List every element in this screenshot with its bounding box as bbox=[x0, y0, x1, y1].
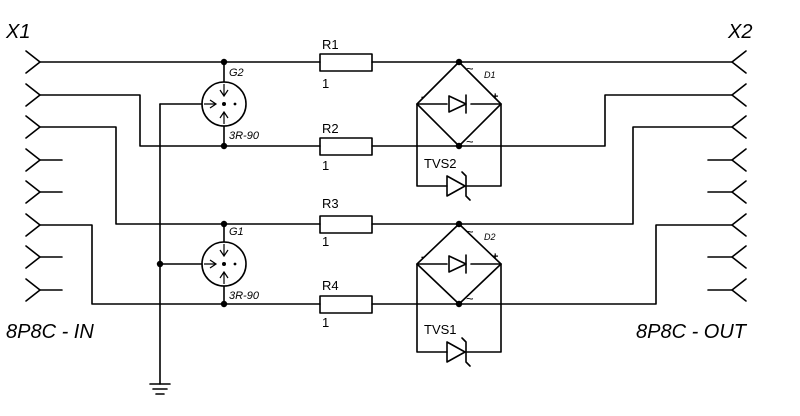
tvs-diode-tvs2: TVS2 bbox=[416, 103, 502, 201]
tvs2-ref: TVS2 bbox=[424, 156, 457, 171]
bridge-d2-minus: - bbox=[421, 251, 425, 263]
bridge-d1-ac-bottom: ~ bbox=[466, 134, 474, 149]
resistor-r1-value: 1 bbox=[322, 76, 329, 91]
resistor-r3-value: 1 bbox=[322, 234, 329, 249]
gas-arrester-g1: G1 3R-90 bbox=[201, 220, 260, 308]
connector-x2-pins bbox=[707, 50, 747, 302]
signal-wires bbox=[39, 61, 733, 305]
resistor-r2-ref: R2 bbox=[322, 121, 339, 136]
connector-x2-label: X2 bbox=[727, 21, 752, 43]
resistor-r1: R1 1 bbox=[319, 37, 373, 91]
connector-x1-pins bbox=[25, 50, 63, 302]
gas-arrester-g1-type: 3R-90 bbox=[229, 290, 260, 302]
connector-out-type: 8P8C - OUT bbox=[636, 321, 748, 343]
tvs1-ref: TVS1 bbox=[424, 322, 457, 337]
resistor-r4: R4 1 bbox=[319, 278, 373, 330]
resistor-r4-ref: R4 bbox=[322, 278, 339, 293]
resistor-r1-ref: R1 bbox=[322, 37, 339, 52]
bridge-d1-minus: - bbox=[421, 91, 425, 103]
bridge-d1-plus: + bbox=[492, 91, 498, 103]
resistor-r4-value: 1 bbox=[322, 315, 329, 330]
ground-bus bbox=[156, 103, 203, 385]
bridge-d2-plus: + bbox=[492, 251, 498, 263]
bridge-d2-ac-top: ~ bbox=[466, 224, 474, 239]
resistor-r3: R3 1 bbox=[319, 196, 373, 249]
tvs-diode-tvs1: TVS1 bbox=[416, 263, 502, 367]
gas-arrester-g2-type: 3R-90 bbox=[229, 130, 260, 142]
bridge-d2-ref: D2 bbox=[484, 232, 496, 242]
resistor-r3-ref: R3 bbox=[322, 196, 339, 211]
diode-bridge-d1: ~ ~ - + D1 bbox=[416, 58, 502, 150]
gas-arrester-g1-ref: G1 bbox=[229, 226, 244, 238]
connector-x1-label: X1 bbox=[5, 21, 30, 43]
resistor-r2: R2 1 bbox=[319, 121, 373, 173]
ground-icon bbox=[149, 383, 171, 395]
gas-arrester-g2: G2 3R-90 bbox=[201, 58, 260, 150]
bridge-d2-ac-bottom: ~ bbox=[466, 291, 474, 306]
diode-bridge-d2: ~ ~ - + D2 bbox=[416, 220, 502, 308]
gas-arrester-g2-ref: G2 bbox=[229, 67, 244, 79]
connector-in-type: 8P8C - IN bbox=[6, 321, 94, 343]
bridge-d1-ref: D1 bbox=[484, 70, 496, 80]
resistor-r2-value: 1 bbox=[322, 158, 329, 173]
bridge-d1-ac-top: ~ bbox=[466, 61, 474, 76]
